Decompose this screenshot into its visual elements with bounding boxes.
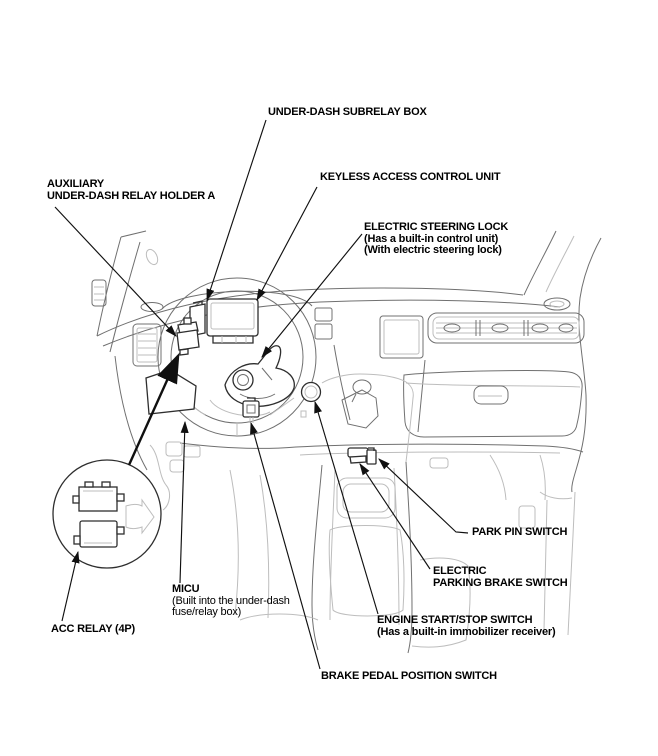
- leader-engine-start-stop-switch: [314, 400, 379, 615]
- label-acc-relay: ACC RELAY (4P): [51, 623, 135, 635]
- label-engine-start-stop-switch: ENGINE START/STOP SWITCH (Has a built-in…: [377, 614, 556, 638]
- leader-brake-pedal-position-switch: [250, 421, 321, 670]
- leader-park-pin-switch: [378, 458, 469, 534]
- leader-under-dash-subrelay-box: [206, 119, 267, 302]
- auxiliary-relay-holder-part: [176, 317, 200, 356]
- label-under-dash-subrelay-box: UNDER-DASH SUBRELAY BOX: [268, 106, 427, 118]
- car-outline: [91, 230, 602, 654]
- parking-brake-switches-part: [347, 447, 377, 465]
- acc-relay-part: [72, 481, 155, 548]
- label-park-pin-switch: PARK PIN SWITCH: [472, 526, 568, 538]
- keyless-access-control-unit-part: [206, 298, 259, 344]
- leader-electric-steering-lock: [261, 233, 363, 358]
- callout-pointer-line: [127, 352, 180, 466]
- leader-acc-relay: [61, 550, 80, 622]
- leader-lines: [54, 119, 469, 670]
- acc-relay-callout: [52, 352, 180, 569]
- leader-auxiliary-relay-holder: [54, 206, 177, 337]
- label-electric-steering-lock: ELECTRIC STEERING LOCK (Has a built-in c…: [364, 221, 509, 257]
- electric-steering-lock-part: [224, 345, 295, 407]
- leader-electric-parking-brake-switch: [359, 463, 431, 570]
- label-micu: MICU (Built into the under-dash fuse/rel…: [172, 583, 290, 619]
- label-brake-pedal-position-switch: BRAKE PEDAL POSITION SWITCH: [321, 670, 497, 682]
- label-electric-parking-brake-switch: ELECTRIC PARKING BRAKE SWITCH: [433, 565, 568, 589]
- label-auxiliary-relay-holder: AUXILIARY UNDER-DASH RELAY HOLDER A: [47, 178, 216, 202]
- brake-pedal-position-switch-part: [242, 397, 260, 423]
- label-keyless-access-control-unit: KEYLESS ACCESS CONTROL UNIT: [320, 171, 501, 183]
- under-dash-fuse-relay-box-part: [145, 369, 197, 415]
- leader-keyless-access-control-unit: [256, 186, 318, 302]
- engine-start-stop-switch-part: [300, 381, 322, 418]
- leader-micu: [179, 420, 189, 584]
